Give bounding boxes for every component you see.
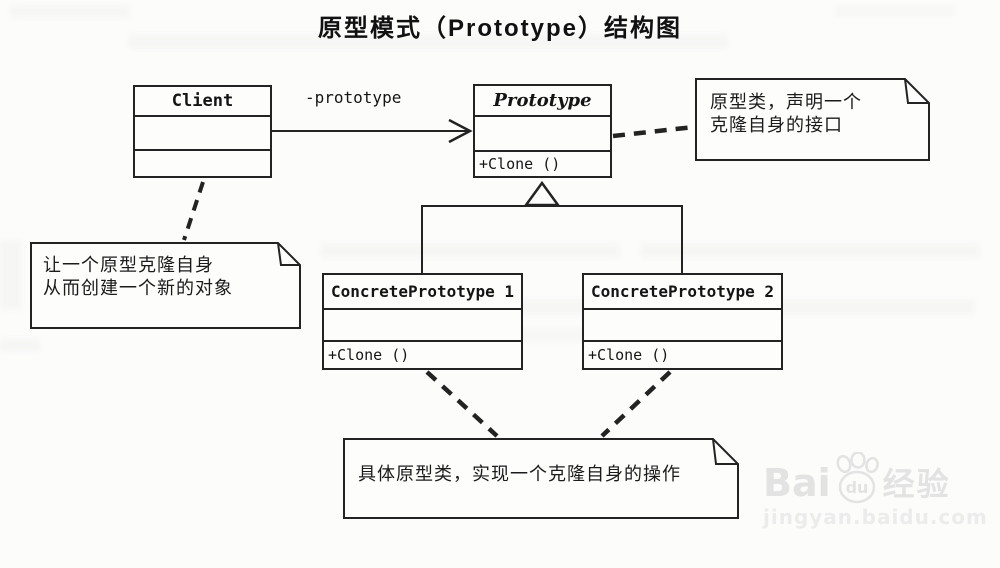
baidu-paw-icon: du (836, 452, 879, 504)
uml-note-concrete: 具体原型类，实现一个克隆自身的操作 (343, 438, 740, 520)
class-attributes-client (135, 115, 270, 149)
class-attributes-prototype (475, 115, 610, 150)
note-link-client (182, 181, 205, 241)
class-name-concrete1: ConcretePrototype 1 (330, 282, 515, 301)
class-method-clone: +Clone () (324, 340, 521, 368)
inheritance-connector (421, 180, 683, 273)
folded-corner-icon (712, 438, 738, 465)
watermark-url: jingyan.baidu.com (763, 505, 988, 529)
uml-class-concrete-prototype-2: ConcretePrototype 2 +Clone () (582, 273, 783, 370)
watermark-du-text: du (845, 478, 868, 497)
uml-class-prototype: Prototype +Clone () (473, 84, 612, 178)
baidu-jingyan-watermark: Bai du 经验 jingyan.baidu.com (763, 452, 988, 529)
watermark-jingyan-text: 经验 (882, 465, 951, 503)
note-line: 原型类，声明一个 (710, 92, 862, 112)
note-line: 克隆自身的接口 (710, 115, 843, 135)
association-arrow (272, 118, 473, 144)
class-name-concrete2: ConcretePrototype 2 (590, 282, 775, 301)
class-attributes-concrete1 (324, 308, 521, 340)
class-name-client: Client (171, 91, 234, 111)
watermark-bai-text: Bai (763, 461, 831, 505)
note-line: 具体原型类，实现一个克隆自身的操作 (358, 464, 681, 484)
note-outline (30, 242, 301, 329)
uml-note-prototype: 原型类，声明一个 克隆自身的接口 (695, 78, 931, 162)
association-label: -prototype (305, 88, 402, 107)
class-method-clone: +Clone () (584, 340, 781, 368)
class-attributes-concrete2 (584, 308, 781, 340)
note-line: 从而创建一个新的对象 (43, 278, 233, 298)
folded-corner-icon (904, 78, 929, 104)
folded-corner-icon (277, 242, 300, 266)
note-link-prototype (612, 124, 695, 139)
note-line: 让一个原型克隆自身 (43, 255, 214, 275)
note-link-concrete1 (425, 370, 499, 438)
note-link-concrete2 (600, 370, 672, 438)
uml-class-client: Client (133, 85, 272, 178)
class-methods-client (135, 149, 270, 176)
hollow-triangle-arrowhead (523, 180, 561, 207)
class-method-clone: +Clone () (475, 150, 610, 176)
class-name-prototype: Prototype (493, 90, 592, 111)
uml-note-client: 让一个原型克隆自身 从而创建一个新的对象 (30, 242, 302, 330)
uml-class-concrete-prototype-1: ConcretePrototype 1 +Clone () (322, 273, 523, 370)
diagram-title: 原型模式（Prototype）结构图 (317, 15, 682, 42)
note-outline (343, 438, 739, 519)
note-outline (695, 78, 930, 161)
